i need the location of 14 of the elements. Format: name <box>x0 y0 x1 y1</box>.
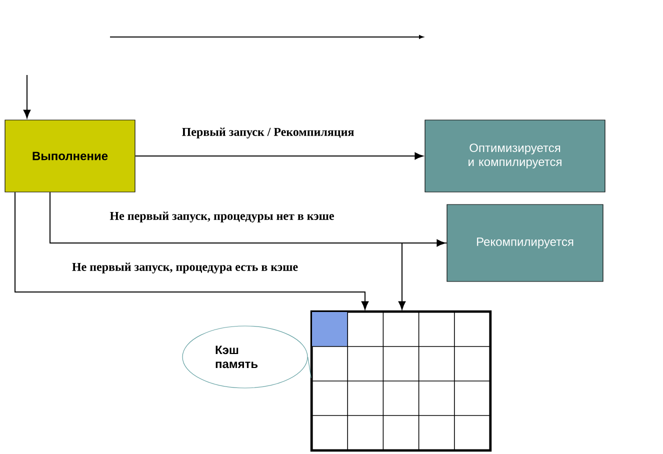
arrow <box>398 242 448 310</box>
callout-bubble: Кэш память <box>182 326 308 388</box>
process-box: Выполнение <box>4 120 136 192</box>
arrow <box>14 192 369 310</box>
leader-line <box>308 356 312 378</box>
edge-label: Первый запуск / Рекомпиляция <box>180 126 356 140</box>
cache-grid <box>310 310 492 452</box>
process-box: Рекомпилируется <box>446 204 604 282</box>
edge-label: Не первый запуск, процедуры нет в кэше <box>108 210 336 224</box>
arrow <box>50 192 446 247</box>
process-box: Оптимизируется и компилируется <box>424 120 606 192</box>
arrow <box>134 152 424 160</box>
arrow <box>23 74 31 118</box>
edge-label: Не первый запуск, процедура есть в кэше <box>70 262 300 274</box>
